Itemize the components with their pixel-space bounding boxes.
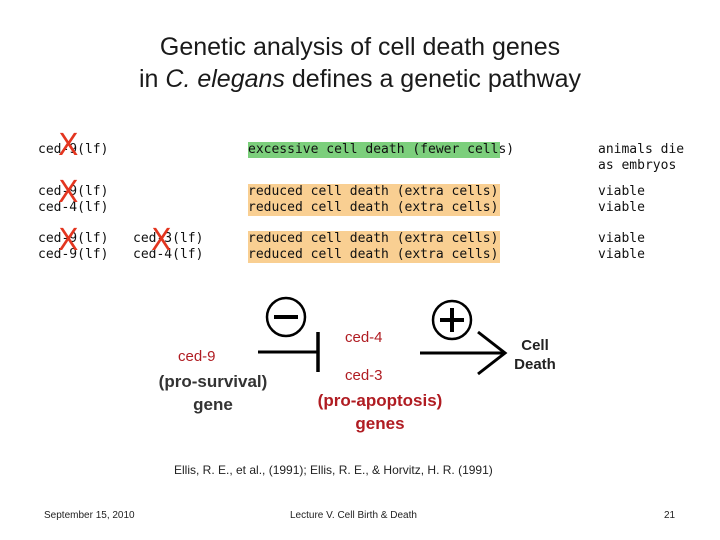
cross-mark: X: [58, 128, 79, 163]
genotype-ced-9-lf: ced-9(lf): [38, 142, 109, 157]
ced-9-label: ced-9: [178, 348, 216, 365]
genotype-ced-9-lf: ced-9(lf): [38, 247, 109, 262]
phenotype-excessive-cell-death: excessive cell death (fewer cells): [248, 142, 515, 158]
footer-lecture-title: Lecture V. Cell Birth & Death: [290, 510, 417, 521]
genotype-ced-9-lf: ced-9(lf): [38, 184, 109, 199]
phenotype-reduced-cell-death: reduced cell death (extra cells): [248, 200, 500, 216]
title-text-pre: in: [139, 65, 166, 93]
cross-mark: X: [151, 223, 172, 258]
citation: Ellis, R. E., et al., (1991); Ellis, R. …: [174, 463, 493, 477]
outcome-viable: viable: [598, 247, 645, 262]
gene-label: gene: [193, 395, 233, 414]
outcome-viable: viable: [598, 184, 645, 199]
pro-apoptosis-label: (pro-apoptosis): [317, 391, 443, 410]
outcome-viable: viable: [598, 231, 645, 246]
title-species-italic: C. elegans: [165, 65, 285, 93]
slide-title-line-1: Genetic analysis of cell death genes: [159, 33, 561, 61]
cross-mark: X: [58, 223, 79, 258]
cross-mark: X: [58, 175, 79, 210]
genotype-ced-3-lf: ced-3(lf): [133, 231, 204, 246]
footer-date: September 15, 2010: [44, 510, 135, 521]
genotype-ced-4-lf: ced-4(lf): [133, 247, 204, 262]
genotype-ced-9-lf: ced-9(lf): [38, 231, 109, 246]
pro-survival-label: (pro-survival): [158, 372, 268, 391]
ced-4-label: ced-4: [345, 329, 383, 346]
phenotype-reduced-cell-death: reduced cell death (extra cells): [248, 247, 500, 263]
phenotype-reduced-cell-death: reduced cell death (extra cells): [248, 184, 500, 200]
slide-title-line-2: in C. elegans defines a genetic pathway: [0, 63, 720, 95]
outcome-viable: viable: [598, 200, 645, 215]
ced-3-label: ced-3: [345, 367, 383, 384]
activation-arrow: [420, 330, 508, 376]
genes-label: genes: [355, 414, 405, 433]
cell-death-label: Cell Death: [514, 337, 556, 373]
plus-symbol: [431, 299, 473, 341]
inhibition-arrow: [258, 332, 320, 372]
minus-symbol: [265, 296, 307, 338]
title-text-post: defines a genetic pathway: [284, 65, 581, 93]
outcome-animals-die: animals die as embryos: [598, 142, 685, 173]
slide-number: 21: [664, 510, 676, 521]
genotype-ced-4-lf: ced-4(lf): [38, 200, 109, 215]
phenotype-reduced-cell-death: reduced cell death (extra cells): [248, 231, 500, 247]
